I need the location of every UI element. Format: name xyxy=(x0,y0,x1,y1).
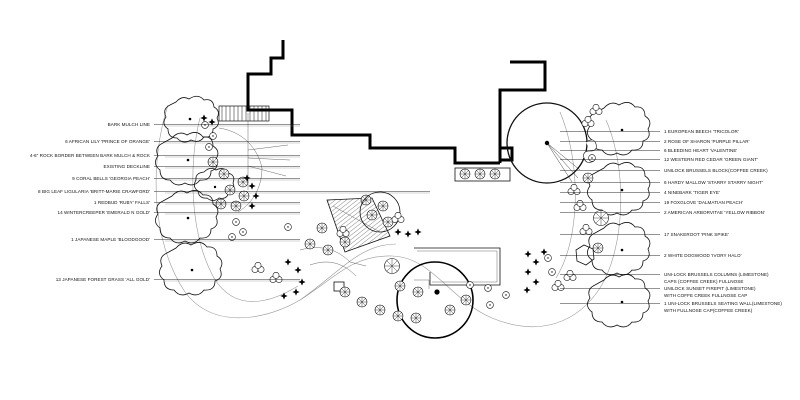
plant-schedule-left[interactable]: BARK MULCH LINE 6 AFRICAN LILY 'PRINCE OF… xyxy=(30,122,151,282)
schedule-label-coffee-creek-caps[interactable]: CAPS (COFFEE CREEK) FULLNOSE xyxy=(664,279,744,284)
schedule-label-western-red-cedar[interactable]: 12 WESTERN RED CEDAR 'GREEN GIANT' xyxy=(664,157,758,162)
schedule-label-rock-border[interactable]: 4-6" ROCK BORDER BETWEEN BARK MULCH & RO… xyxy=(30,153,151,158)
schedule-label-snakeroot[interactable]: 17 SNAKEROOT 'PINK SPIKE' xyxy=(664,232,729,237)
hardscape-schedule[interactable]: UNI-LOCK BRUSSELS COLUMNS (LIMESTONE) CAP… xyxy=(664,272,782,313)
schedule-label-rose-of-sharon[interactable]: 2 ROSE OF SHARON 'PURPLE PILLAR' xyxy=(664,139,750,144)
leader-lines-right xyxy=(560,131,660,256)
schedule-label-japanese-forest-grass[interactable]: 13 JAPANESE FOREST GRASS 'ALL GOLD' xyxy=(56,277,150,282)
schedule-label-white-dogwood[interactable]: 2 WHITE DOGWOOD 'IVORY HALO' xyxy=(664,253,742,258)
schedule-label-seating-wall[interactable]: 1 UNI-LOCK BRUSSELS SEATING WALL(LIMESTO… xyxy=(664,301,782,306)
house-footprint xyxy=(246,40,547,165)
schedule-label-big-leaf-ligularia[interactable]: 8 BIG LEAF LIGULARIA 'BRITT-MARIE CRAWFO… xyxy=(38,189,150,194)
schedule-label-brussels-columns[interactable]: UNI-LOCK BRUSSELS COLUMNS (LIMESTONE) xyxy=(664,272,769,277)
plant-schedule-right[interactable]: 1 EUROPEAN BEECH 'TRICOLOR' 2 ROSE OF SHA… xyxy=(664,129,768,258)
plant-symbols-right xyxy=(523,104,609,294)
firepit-circle xyxy=(396,261,474,339)
schedule-label-wintercreeper[interactable]: 14 WINTERCREEPER 'EMERALD N GOLD' xyxy=(58,210,151,215)
plant-symbols-center xyxy=(251,191,422,300)
brussels-block-edging xyxy=(454,167,511,182)
schedule-label-redbud-ruby-falls[interactable]: 1 REDBUD 'RUBY' FALLS' xyxy=(94,200,150,205)
schedule-label-foxglove[interactable]: 19 FOXGLOVE 'DALMATIAN PEACH' xyxy=(664,200,743,205)
schedule-label-japanese-maple[interactable]: 1 JAPANESE MAPLE 'BLOODGOOD' xyxy=(71,237,150,242)
schedule-label-bark-mulch-line[interactable]: BARK MULCH LINE xyxy=(108,122,150,127)
schedule-label-unilock-brussels-block[interactable]: UNILOCK BRUSSELS BLOCK(COFFEE CREEK) xyxy=(664,168,768,173)
schedule-label-european-beech[interactable]: 1 EUROPEAN BEECH 'TRICOLOR' xyxy=(664,129,739,134)
leader-lines-hardscape xyxy=(560,274,660,304)
leader-lines-left xyxy=(154,124,430,280)
seating-wall xyxy=(414,247,501,286)
deck-stairs xyxy=(218,105,270,122)
schedule-label-ninebark-tiger-eye[interactable]: 4 NINEBARK 'TIGER EYE' xyxy=(664,190,720,195)
schedule-label-sunset-firepit[interactable]: UNILOCK SUNSET FIREPIT (LIMESTONE) xyxy=(664,286,756,291)
existing-deck xyxy=(218,113,291,213)
schedule-label-coffee-creek-fullnose-cap[interactable]: WITH COFFE CREEK FULLNOSE CAP xyxy=(664,293,747,298)
schedule-label-hardy-mallow[interactable]: 6 HARDY MALLOW 'STARRY STARRY NIGHT' xyxy=(664,180,763,185)
schedule-label-fullnose-cap[interactable]: WITH FULLNOSE CAP(COFFEE CREEK) xyxy=(664,308,753,313)
schedule-label-coral-bells[interactable]: 9 CORAL BELLS 'GEORGIA PEACH' xyxy=(72,176,150,181)
schedule-label-existing-deckline[interactable]: EXISTING DECKLINE xyxy=(103,164,150,169)
schedule-label-bleeding-heart[interactable]: 6 BLEEDING HEART 'VALENTINE' xyxy=(664,148,737,153)
schedule-label-american-arborvitae[interactable]: 2 AMERICAN ARBORVITAE 'YELLOW RIBBON' xyxy=(664,210,765,215)
schedule-label-african-lily[interactable]: 6 AFRICAN LILY 'PRINCE OF ORANGE' xyxy=(65,139,150,144)
